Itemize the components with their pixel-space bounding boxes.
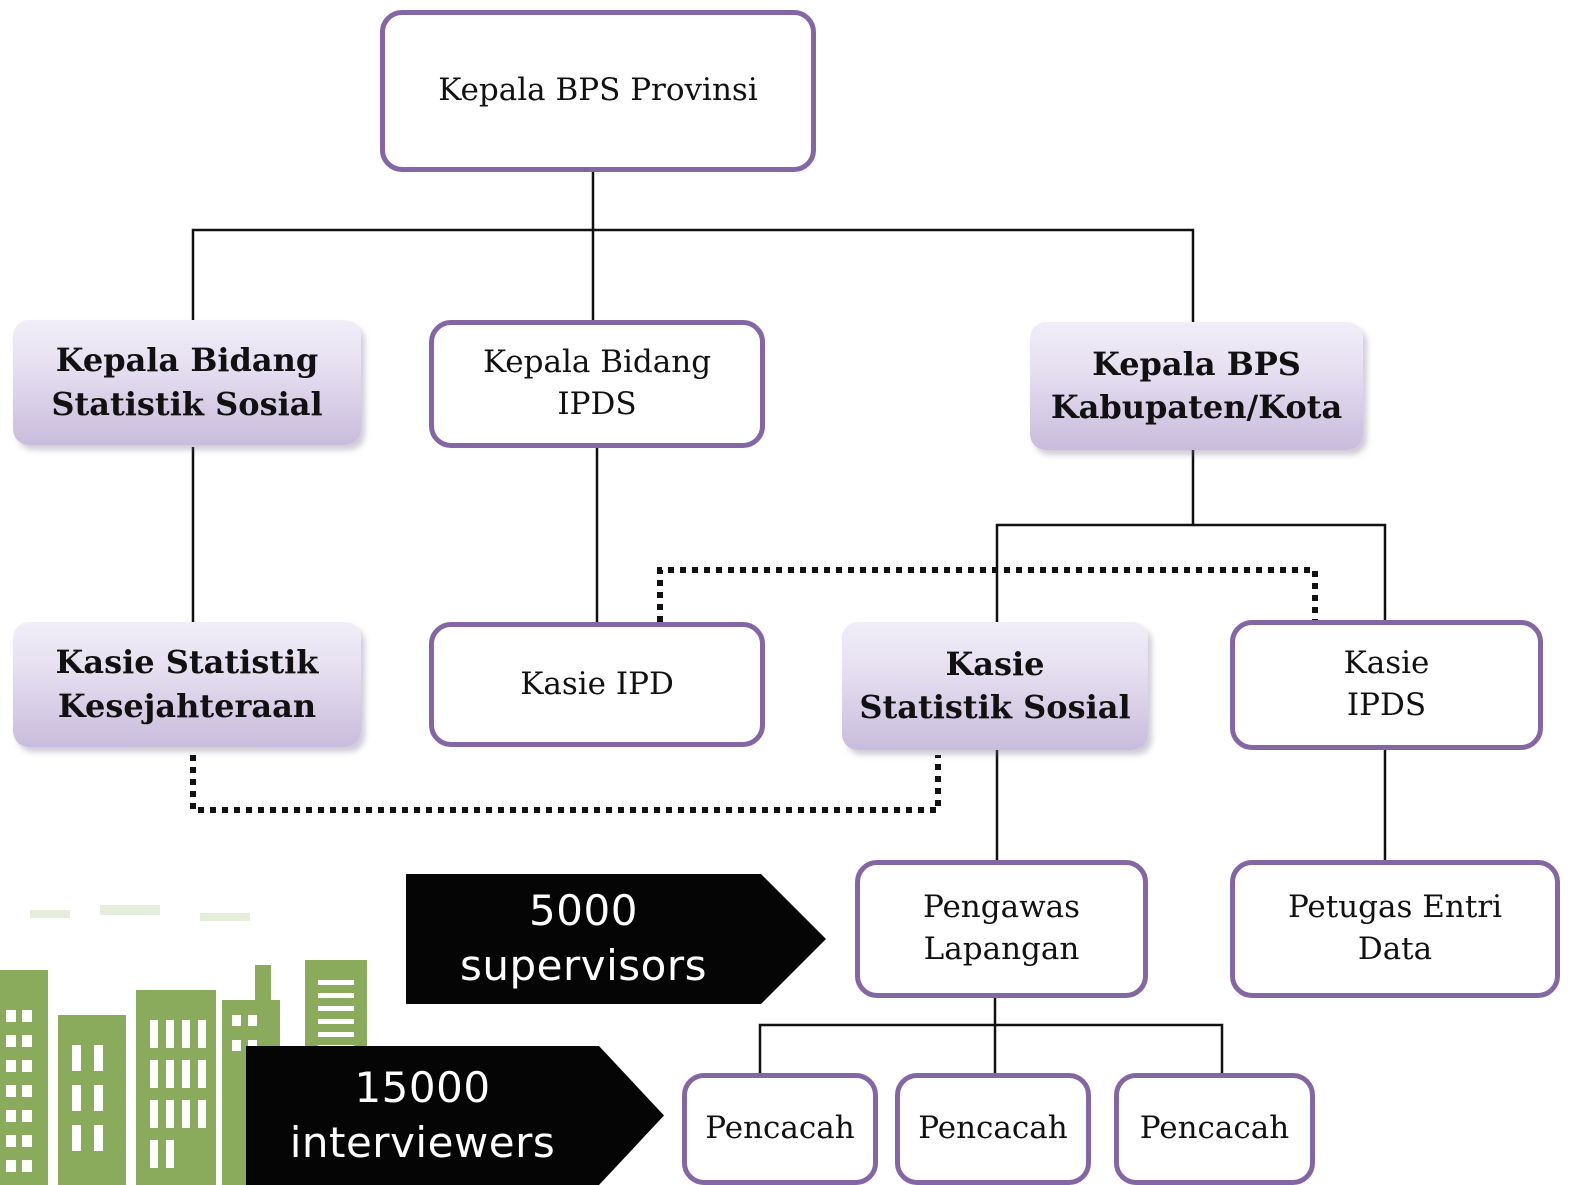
pencacah-box: Pencacah — [1114, 1073, 1315, 1185]
bidang-ipds-box: Kepala Bidang IPDS — [429, 320, 765, 448]
bps-kabkota-label: Kepala BPS Kabupaten/Kota — [1050, 344, 1343, 426]
pencacah-box: Pencacah — [895, 1073, 1091, 1185]
bidang-ipds-label: Kepala Bidang IPDS — [482, 344, 712, 422]
kasie-sosial-box: Kasie Statistik Sosial — [842, 622, 1148, 750]
bps-kabkota-box: Kepala BPS Kabupaten/Kota — [1030, 322, 1363, 450]
kasie-ipd-label: Kasie IPD — [520, 665, 674, 702]
pengawas-box: Pengawas Lapangan — [855, 860, 1148, 998]
pencacah-label: Pencacah — [1139, 1110, 1290, 1147]
pencacah-box: Pencacah — [682, 1073, 878, 1185]
supervisors-label: 5000 supervisors — [459, 886, 708, 990]
kasie-ipds-label: Kasie IPDS — [1343, 645, 1430, 723]
kasie-kesejahteraan-label: Kasie Statistik Kesejahteraan — [55, 643, 319, 725]
bidang-sosial-box: Kepala Bidang Statistik Sosial — [13, 320, 361, 445]
interviewers-label: 15000 interviewers — [289, 1062, 556, 1167]
pencacah-label: Pencacah — [705, 1110, 855, 1147]
kasie-ipds-box: Kasie IPDS — [1230, 620, 1543, 750]
petugas-entri-label: Petugas Entri Data — [1287, 889, 1503, 967]
kasie-ipd-box: Kasie IPD — [429, 622, 765, 747]
bidang-sosial-label: Kepala Bidang Statistik Sosial — [51, 341, 323, 423]
pencacah-label: Pencacah — [918, 1110, 1068, 1147]
petugas-entri-box: Petugas Entri Data — [1230, 860, 1560, 998]
pengawas-label: Pengawas Lapangan — [922, 889, 1081, 967]
interviewers-callout: 15000 interviewers — [246, 1046, 664, 1185]
kasie-sosial-label: Kasie Statistik Sosial — [859, 644, 1131, 726]
head-label: Kepala BPS Provinsi — [438, 72, 758, 109]
kasie-kesejahteraan-box: Kasie Statistik Kesejahteraan — [13, 622, 361, 747]
supervisors-callout: 5000 supervisors — [406, 874, 826, 1004]
head-box: Kepala BPS Provinsi — [380, 10, 816, 172]
